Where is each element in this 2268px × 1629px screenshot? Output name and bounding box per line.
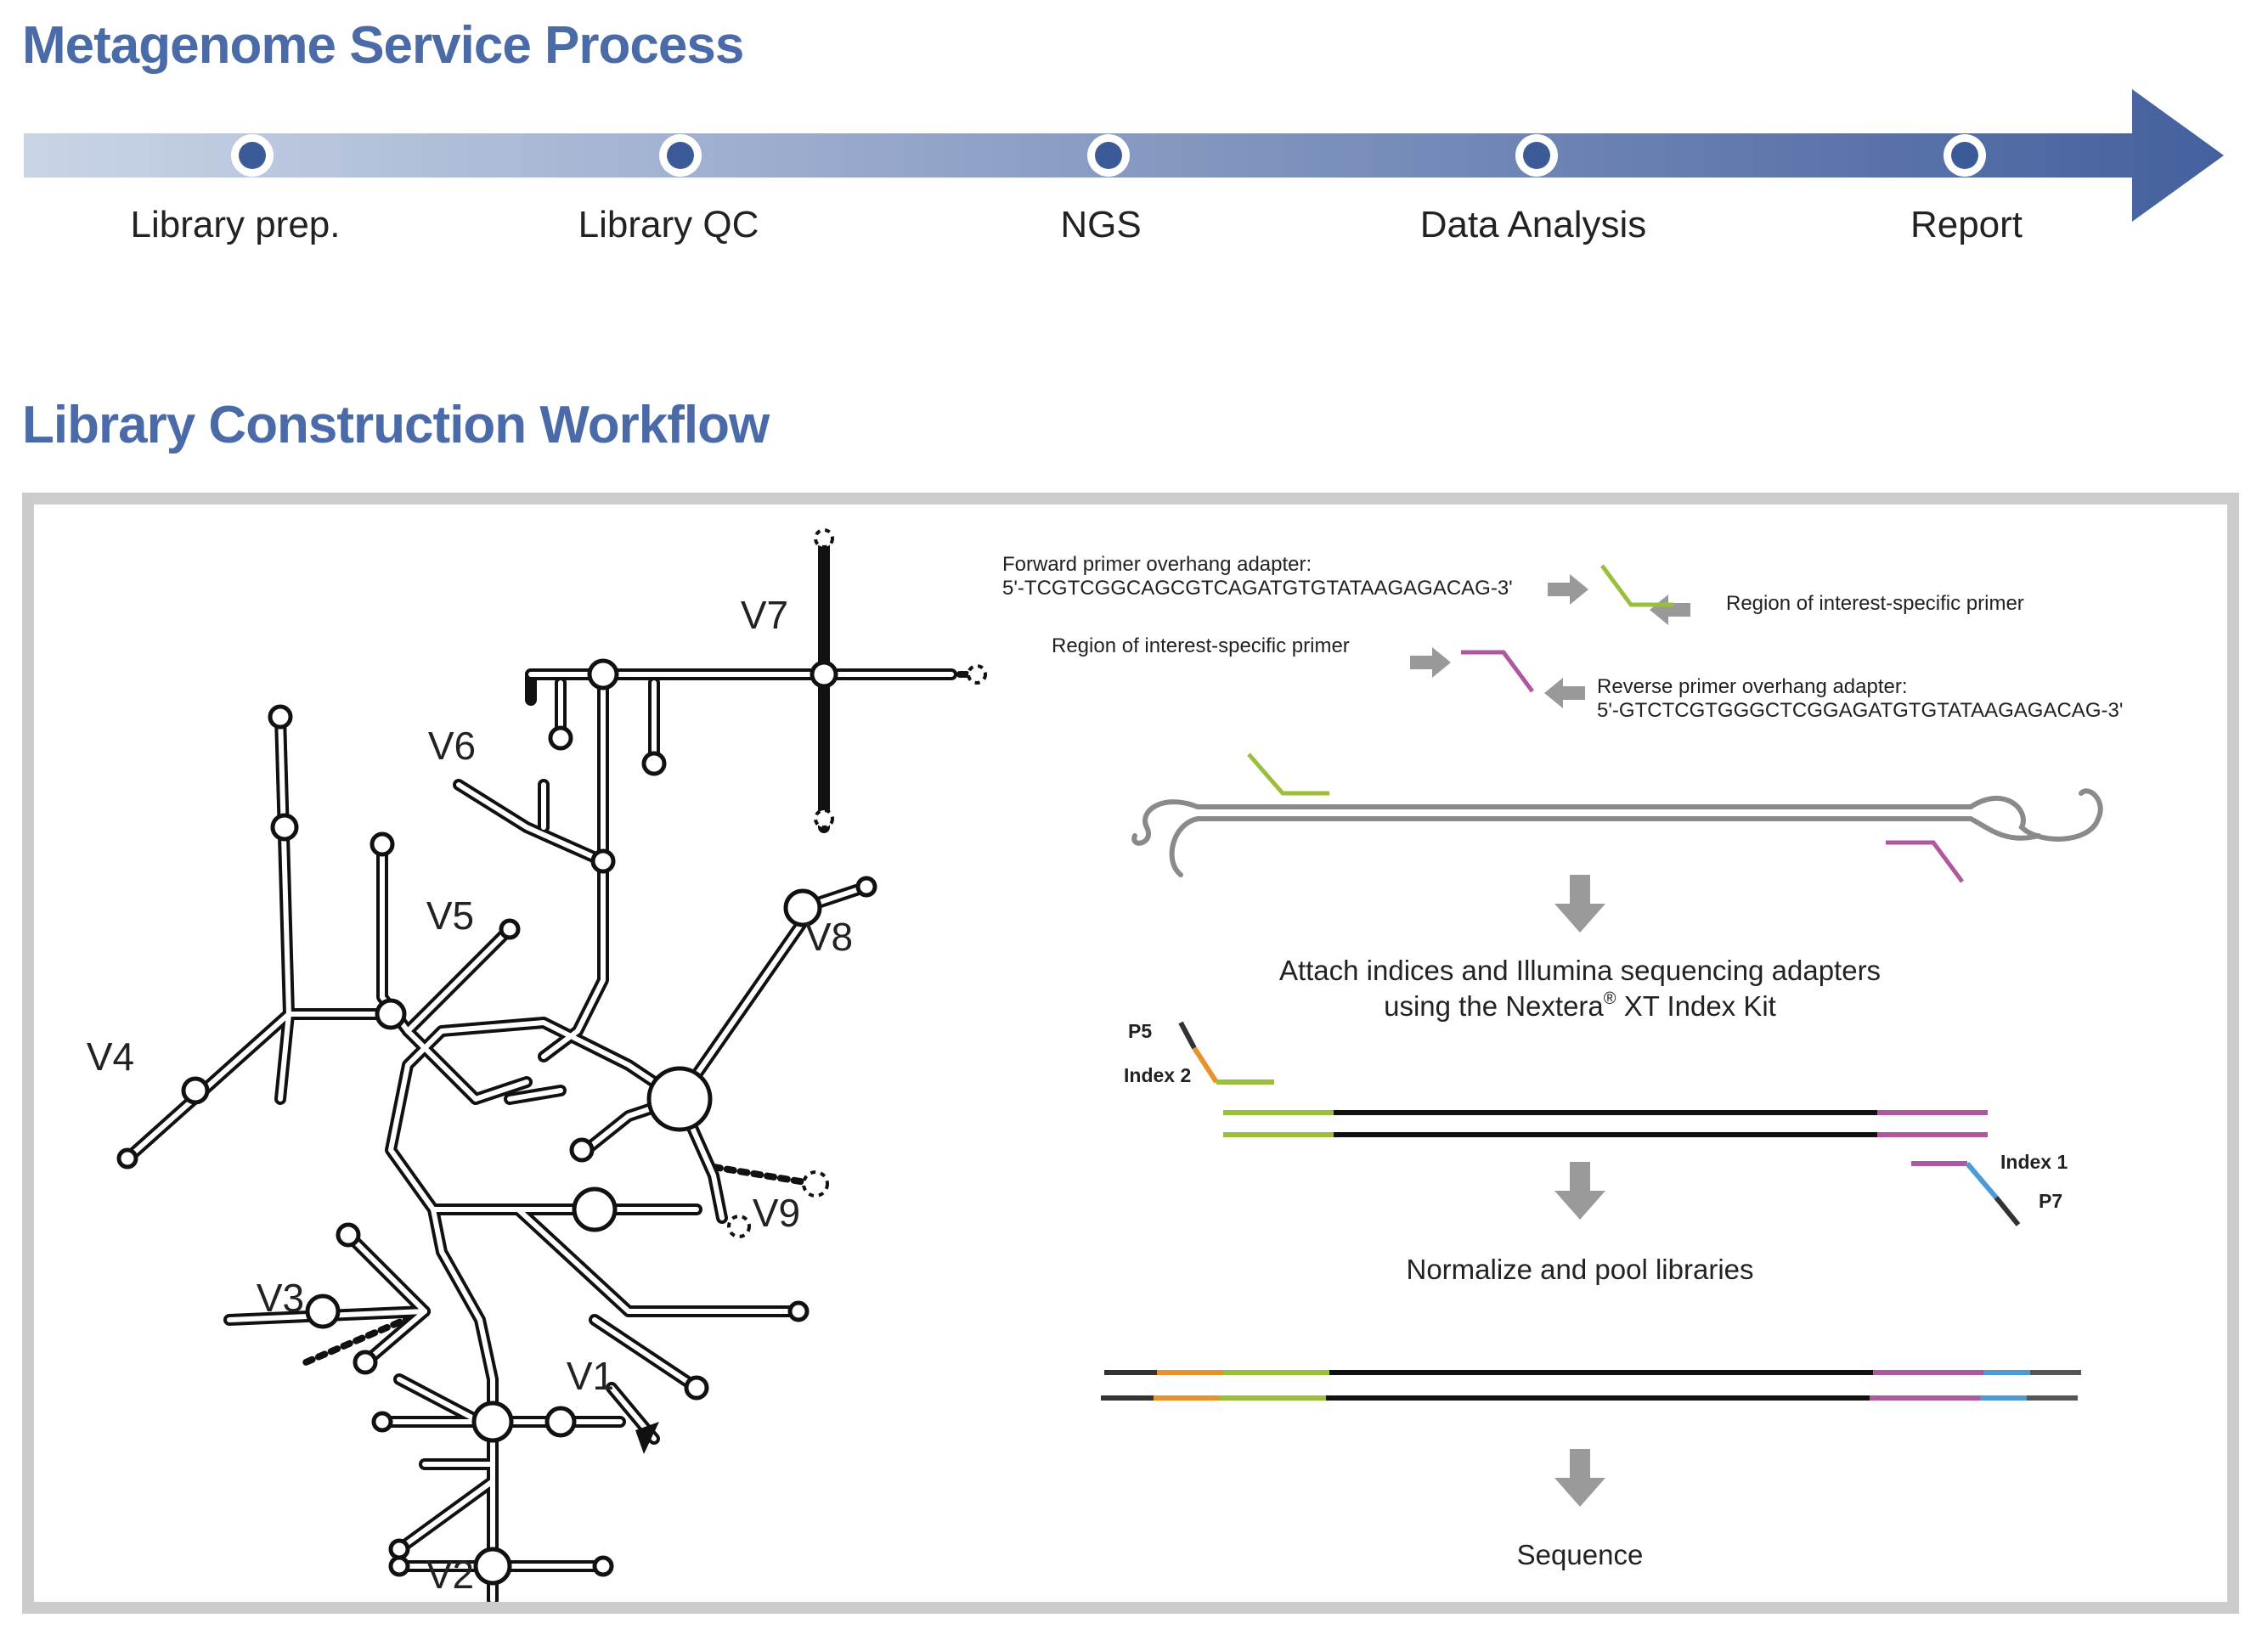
small-arrow-2: [1650, 595, 1690, 625]
index2-label: Index 2: [1124, 1064, 1191, 1086]
forward-primer-bound: [1247, 752, 1329, 796]
region-label-v6: V6: [428, 724, 476, 768]
workflow-diagram: V1 V2 V3 V4 V5 V6 V7 V8 V9 Forward prime…: [87, 528, 2123, 1602]
reverse-primer-glyph: [1461, 650, 1535, 693]
pooled-libraries: [1101, 1370, 2081, 1401]
reverse-adapter-label: Reverse primer overhang adapter:: [1597, 675, 1908, 698]
reverse-primer-bound: [1886, 840, 1965, 883]
process-title: Metagenome Service Process: [22, 16, 744, 75]
forward-adapter-sequence: 5'-TCGTCGGCAGCGTCAGATGTGTATAAGAGACAG-3': [1002, 577, 1513, 600]
flow-arrow-1: [1554, 875, 1605, 933]
p7-label: P7: [2039, 1190, 2062, 1212]
template-dna: [1131, 788, 2103, 877]
rrna-end-arrow: [635, 1422, 659, 1454]
forward-primer-glyph: [1599, 564, 1673, 607]
step-label-report: Report: [1910, 204, 2023, 245]
attach-step-line2-text: using the Nextera: [1384, 990, 1604, 1022]
region-label-v5: V5: [426, 893, 474, 938]
reverse-adapter-sequence: 5'-GTCTCGTGGGCTCGGAGATGTGTATAAGAGACAG-3': [1597, 699, 2123, 722]
registered-mark: ®: [1604, 989, 1616, 1008]
rrna-structure: [121, 535, 976, 1602]
step-label-library-prep: Library prep.: [130, 204, 341, 245]
region-label-v4: V4: [87, 1034, 134, 1079]
step-label-library-qc: Library QC: [578, 204, 759, 245]
region-label-v1: V1: [567, 1354, 614, 1398]
attach-step-line2: using the Nextera® XT Index Kit: [1384, 989, 1776, 1022]
region-label-v7: V7: [741, 593, 788, 637]
region-label-v8: V8: [805, 915, 853, 959]
flow-arrow-3: [1554, 1449, 1605, 1507]
attach-step-line2-tail: XT Index Kit: [1616, 990, 1776, 1022]
step-label-data-analysis: Data Analysis: [1419, 204, 1647, 245]
workflow-panel: V1 V2 V3 V4 V5 V6 V7 V8 V9 Forward prime…: [22, 493, 2239, 1614]
attach-step-line1: Attach indices and Illumina sequencing a…: [1279, 955, 1881, 986]
workflow-title: Library Construction Workflow: [22, 396, 770, 454]
p5-label: P5: [1128, 1020, 1152, 1042]
sequence-step-label: Sequence: [1517, 1539, 1644, 1570]
indexed-amplicon: [1178, 1021, 2021, 1226]
forward-adapter-label: Forward primer overhang adapter:: [1002, 553, 1312, 576]
index1-label: Index 1: [2000, 1151, 2068, 1173]
step-label-ngs: NGS: [1060, 204, 1142, 245]
region-label-v3: V3: [257, 1276, 304, 1320]
roi-primer-label-left: Region of interest-specific primer: [1052, 634, 1350, 657]
region-label-v2: V2: [426, 1553, 474, 1597]
small-arrow-4: [1544, 678, 1585, 708]
timeline-dot-3: [1087, 134, 1130, 177]
timeline-dot-5: [1944, 134, 1986, 177]
region-label-v9: V9: [753, 1191, 800, 1235]
timeline-dot-2: [659, 134, 702, 177]
small-arrow-3: [1410, 647, 1451, 678]
roi-primer-label-right: Region of interest-specific primer: [1726, 592, 2024, 615]
timeline-dot-4: [1515, 134, 1558, 177]
process-timeline: [24, 89, 2224, 222]
normalize-step-label: Normalize and pool libraries: [1406, 1254, 1753, 1285]
timeline-dot-1: [231, 134, 274, 177]
flow-arrow-2: [1554, 1162, 1605, 1220]
small-arrow-1: [1548, 574, 1588, 605]
